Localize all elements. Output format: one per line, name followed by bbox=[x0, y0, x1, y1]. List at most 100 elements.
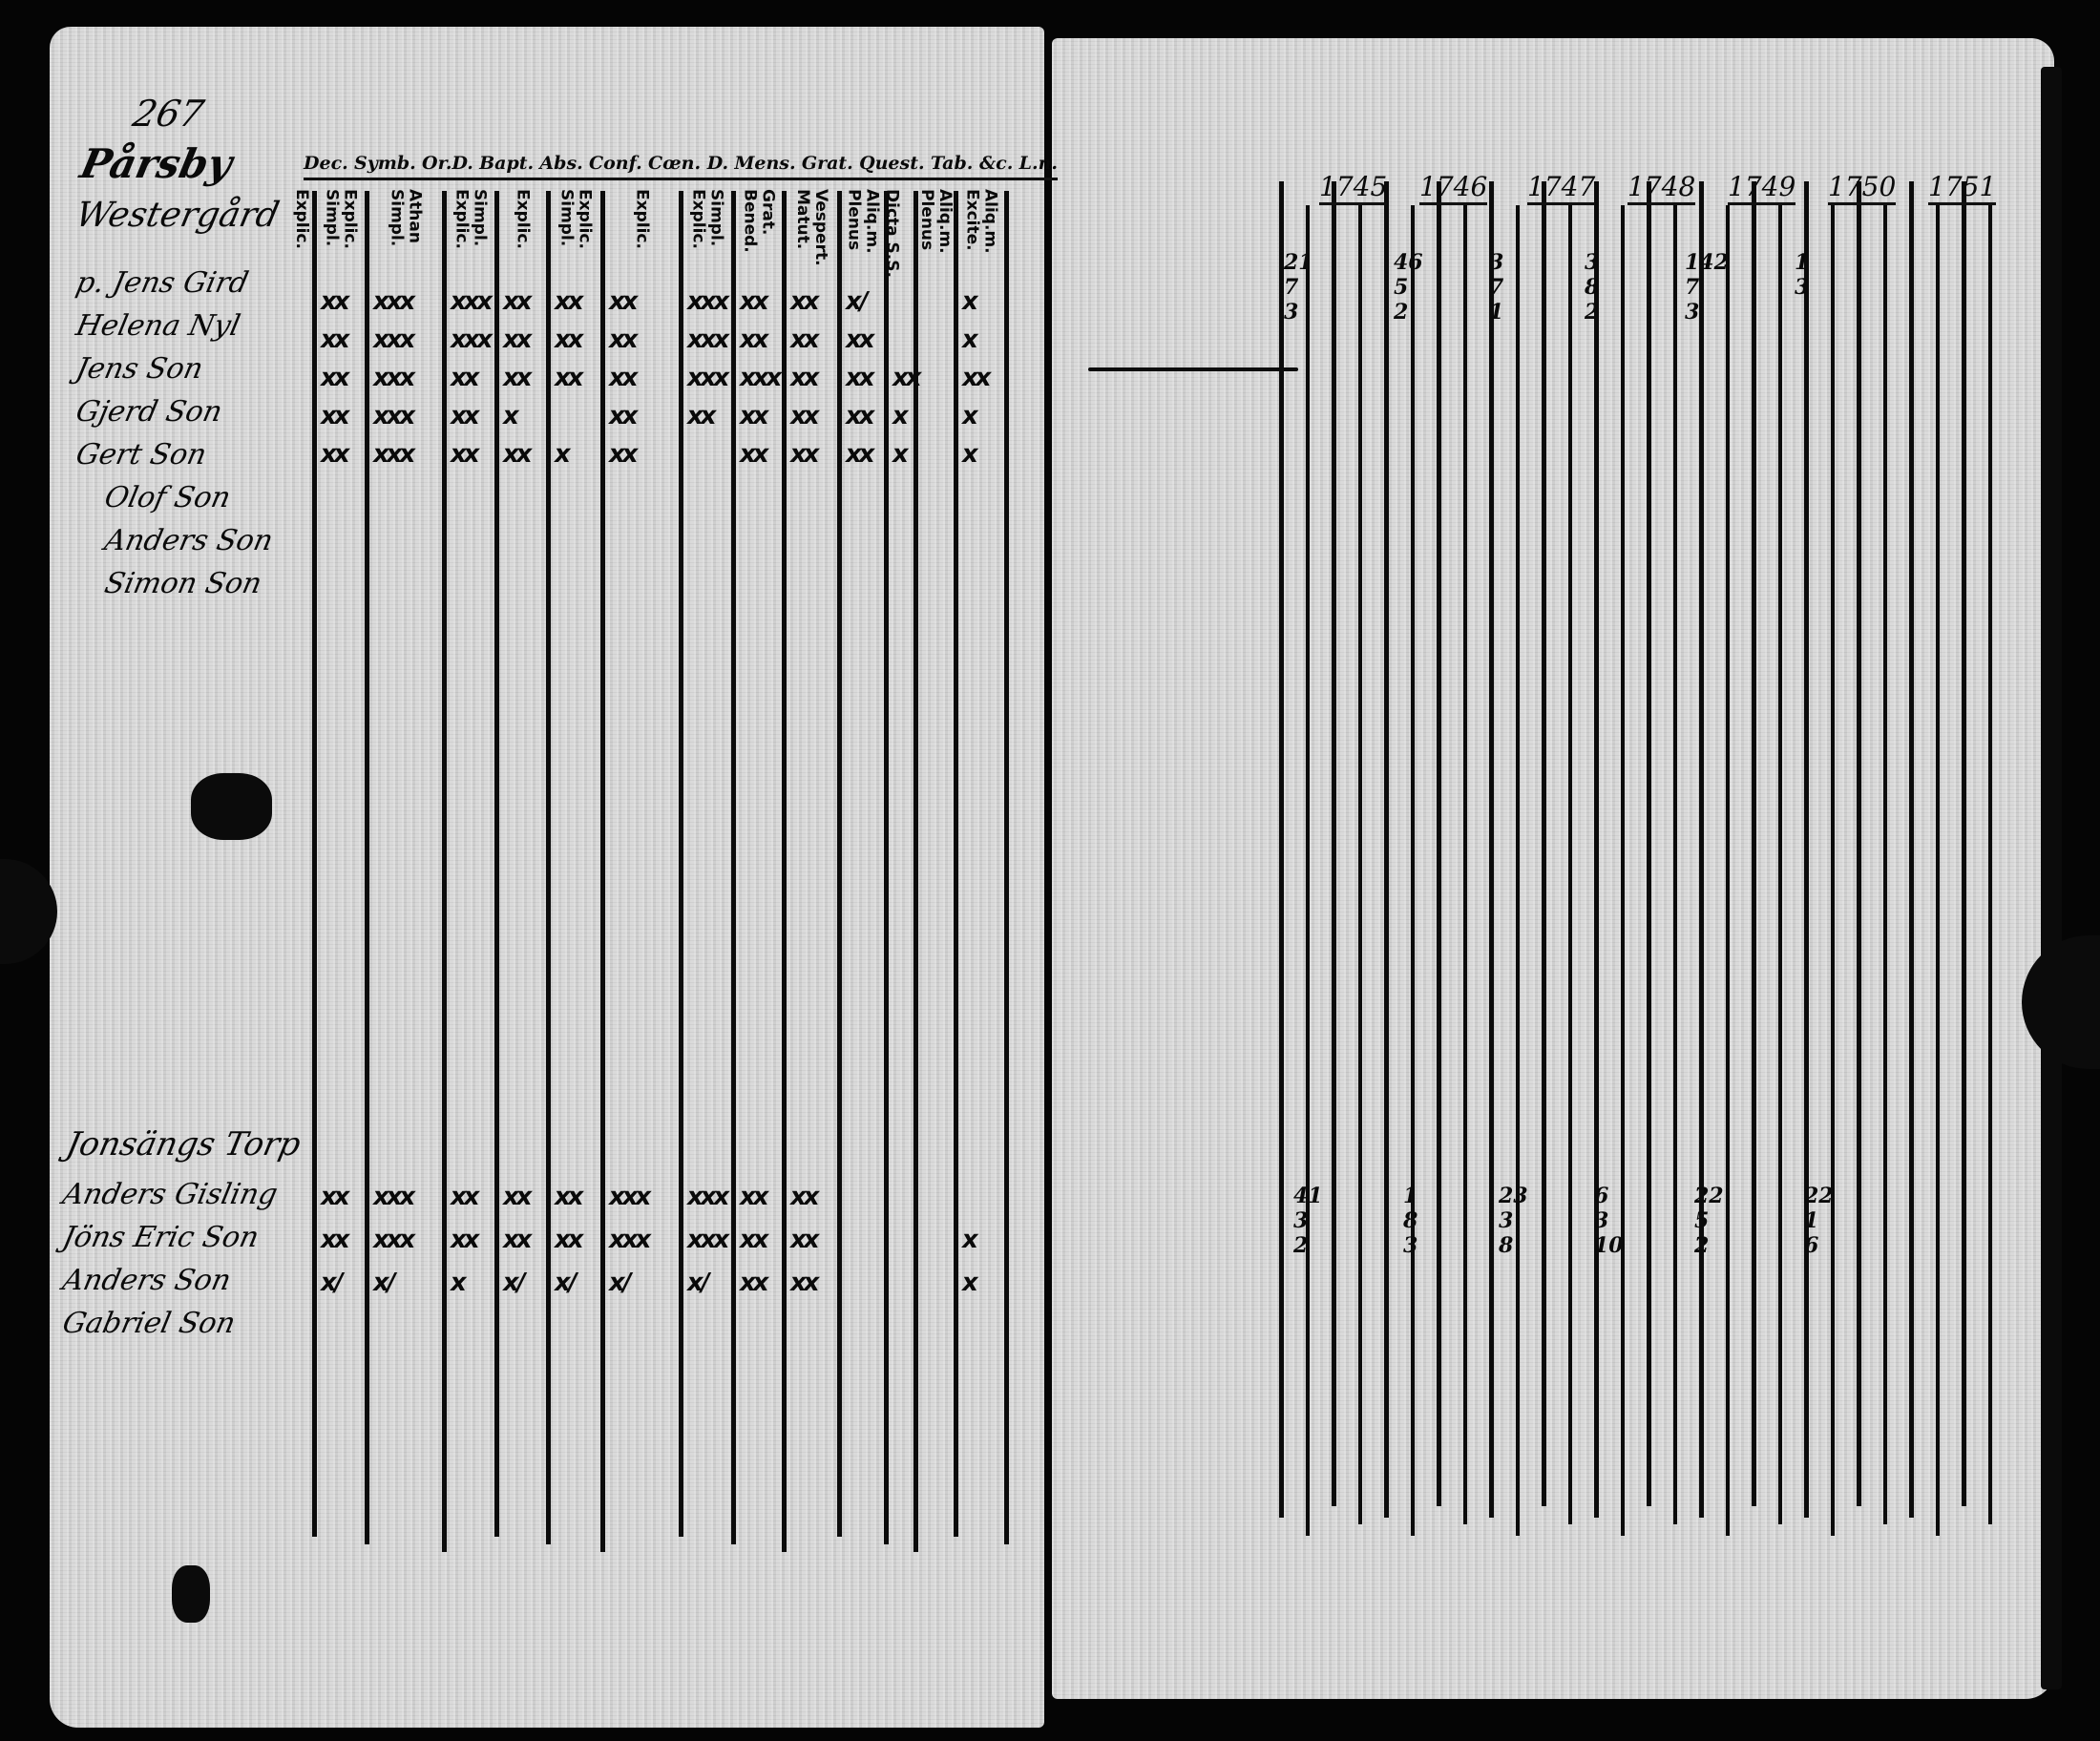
column-rule bbox=[1489, 181, 1494, 1518]
person-name: Anders Son bbox=[59, 1264, 235, 1297]
person-name: Simon Son bbox=[101, 567, 265, 600]
attendance-mark: xx bbox=[552, 1183, 584, 1211]
person-name: Helena Nyl bbox=[73, 309, 243, 343]
attendance-mark: xxx bbox=[606, 1183, 651, 1211]
person-name: Gjerd Son bbox=[73, 395, 225, 429]
column-rule bbox=[546, 191, 551, 1544]
column-rule bbox=[365, 191, 369, 1544]
year-heading: 1746 bbox=[1419, 172, 1488, 205]
person-name: Olof Son bbox=[101, 481, 234, 514]
header-row-label: Cœn. D. bbox=[648, 153, 729, 174]
column-rule bbox=[1515, 205, 1520, 1536]
attendance-mark: xx bbox=[737, 402, 769, 430]
header-row-label: L.n. bbox=[1018, 153, 1058, 174]
attendance-mark: xxx bbox=[606, 1226, 651, 1254]
column-head: Explic. Simpl. bbox=[556, 189, 595, 249]
attendance-mark: xx bbox=[448, 440, 480, 469]
column-head: Vespert. Matut. bbox=[793, 189, 830, 266]
column-rule bbox=[679, 191, 683, 1537]
attendance-mark: xxx bbox=[370, 287, 415, 316]
column-head: Simpl. Explic. bbox=[452, 189, 490, 249]
attendance-mark: xxx bbox=[370, 1183, 415, 1211]
attendance-mark: xx bbox=[318, 440, 350, 469]
column-head: Aliq.m. Plenus bbox=[917, 189, 955, 254]
column-head: Explic. bbox=[632, 189, 652, 249]
column-rule bbox=[1357, 205, 1362, 1524]
attendance-mark: xx bbox=[959, 364, 992, 392]
year-heading: 1751 bbox=[1928, 172, 1997, 205]
attendance-mark: xx bbox=[318, 325, 350, 354]
attendance-mark: xx bbox=[606, 287, 639, 316]
column-rule bbox=[1962, 181, 1966, 1506]
attendance-mark: xx bbox=[843, 402, 875, 430]
tally-numbers: 142 7 3 bbox=[1685, 250, 1729, 325]
column-rule bbox=[1935, 205, 1940, 1536]
column-rule bbox=[494, 191, 499, 1537]
page-notch bbox=[0, 859, 57, 964]
attendance-mark: xx bbox=[788, 1226, 820, 1254]
year-heading: 1748 bbox=[1628, 172, 1696, 205]
person-name: Gabriel Son bbox=[59, 1307, 239, 1340]
attendance-mark: xx bbox=[552, 325, 584, 354]
attendance-mark: xx bbox=[318, 1183, 350, 1211]
attendance-mark: xxx bbox=[684, 1183, 729, 1211]
year-heading: 1750 bbox=[1828, 172, 1897, 205]
attendance-mark: xxx bbox=[684, 1226, 729, 1254]
column-rule bbox=[1857, 181, 1861, 1506]
attendance-mark: xxx bbox=[370, 1226, 415, 1254]
attendance-mark: xxx bbox=[370, 402, 415, 430]
column-rule bbox=[1620, 205, 1625, 1536]
column-rule bbox=[1672, 205, 1677, 1524]
person-name: Anders Son bbox=[101, 524, 277, 557]
attendance-mark: xx bbox=[737, 1183, 769, 1211]
header-row-label: Tab. &c. bbox=[930, 153, 1014, 174]
column-rule bbox=[1567, 205, 1572, 1524]
column-head: Explic. bbox=[513, 189, 533, 249]
person-name: p. Jens Gird bbox=[73, 266, 252, 300]
attendance-mark: xxx bbox=[370, 325, 415, 354]
column-rule bbox=[782, 191, 787, 1552]
column-group-header: Dec.Symb.Or.D.Bapt.Abs.Conf.Cœn. D.Mens.… bbox=[304, 153, 1058, 180]
column-head: Grat. Bened. bbox=[740, 189, 778, 253]
page-number: 267 bbox=[129, 93, 208, 135]
header-row-label: Grat. bbox=[801, 153, 853, 174]
attendance-mark: xx bbox=[737, 1226, 769, 1254]
attendance-mark: xx bbox=[552, 287, 584, 316]
column-head: Dicta S.S. bbox=[882, 189, 902, 278]
tally-numbers: 23 3 8 bbox=[1499, 1184, 1528, 1258]
year-heading: 1745 bbox=[1319, 172, 1388, 205]
attendance-mark: xx bbox=[448, 364, 480, 392]
attendance-mark: xx bbox=[684, 402, 717, 430]
attendance-mark: xx bbox=[737, 1269, 769, 1297]
year-heading: 1747 bbox=[1527, 172, 1596, 205]
attendance-mark: xx bbox=[500, 1183, 533, 1211]
column-rule bbox=[914, 191, 918, 1552]
tally-numbers: 21 7 3 bbox=[1284, 250, 1313, 325]
person-name: Gert Son bbox=[73, 438, 210, 472]
attendance-mark: xx bbox=[788, 402, 820, 430]
attendance-mark: xxx bbox=[448, 325, 493, 354]
attendance-mark: xx bbox=[552, 1226, 584, 1254]
column-rule bbox=[1699, 181, 1704, 1518]
attendance-mark: xxx bbox=[684, 364, 729, 392]
attendance-mark: xxx bbox=[684, 325, 729, 354]
attendance-mark: xx bbox=[318, 1226, 350, 1254]
tally-numbers: 22 1 6 bbox=[1804, 1184, 1834, 1258]
column-rule bbox=[1279, 181, 1284, 1518]
attendance-mark: xx bbox=[788, 364, 820, 392]
attendance-mark: xx bbox=[606, 364, 639, 392]
header-row-label: Bapt. bbox=[479, 153, 535, 174]
column-head: Aliq.m. Plenus bbox=[844, 189, 882, 254]
column-head: Athan Simpl. bbox=[387, 189, 425, 247]
attendance-mark: xx bbox=[606, 325, 639, 354]
tally-numbers: 1 3 bbox=[1795, 250, 1810, 300]
tally-numbers: 6 3 10 bbox=[1594, 1184, 1624, 1258]
column-rule bbox=[1777, 205, 1782, 1524]
tally-numbers: 3 7 1 bbox=[1489, 250, 1504, 325]
tally-numbers: 22 5 2 bbox=[1694, 1184, 1724, 1258]
column-rule bbox=[1830, 205, 1835, 1536]
attendance-mark: xx bbox=[500, 364, 533, 392]
column-rule bbox=[1909, 181, 1914, 1518]
attendance-mark: xx bbox=[788, 1269, 820, 1297]
column-rule bbox=[1462, 205, 1467, 1524]
